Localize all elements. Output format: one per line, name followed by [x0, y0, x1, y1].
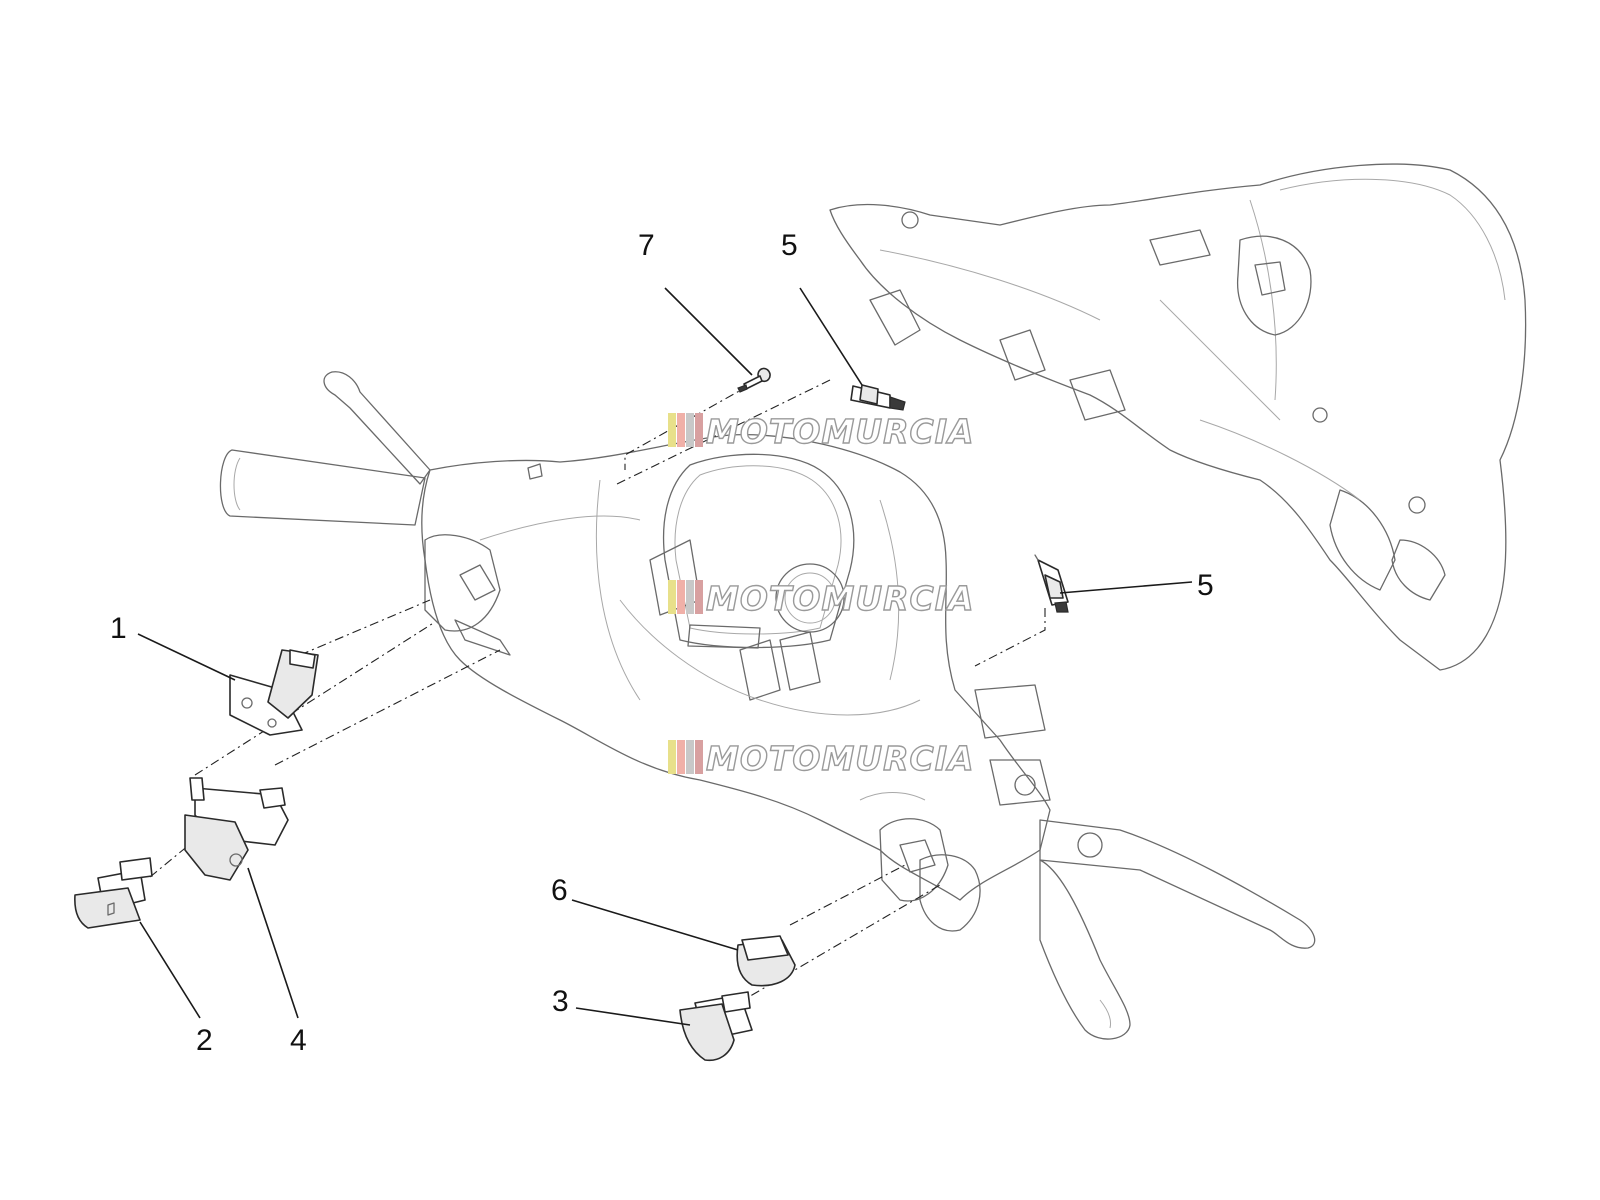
callout-6: 6 — [551, 874, 568, 907]
callout-5-right: 5 — [1197, 569, 1214, 602]
part-5-bulb-upper — [850, 384, 906, 411]
part-6-cap — [736, 935, 796, 987]
leader-5-upper — [799, 287, 863, 386]
leader-7 — [664, 287, 753, 376]
callout-4: 4 — [290, 1024, 307, 1057]
watermark-text: MOTOMURCIA — [706, 412, 975, 451]
callout-7: 7 — [638, 229, 655, 262]
callout-3: 3 — [552, 985, 569, 1018]
rear-handlebar-cover — [829, 163, 1527, 671]
leader-1 — [137, 633, 236, 681]
watermark-text: MOTOMURCIA — [706, 739, 975, 778]
part-1-switch — [229, 649, 319, 736]
part-7-screw — [737, 367, 771, 393]
watermark-text: MOTOMURCIA — [706, 579, 975, 618]
handlebar-assembly — [219, 371, 1316, 1040]
part-4-switch-housing — [184, 777, 289, 881]
leader-5-right — [1059, 581, 1193, 594]
watermark-middle: MOTOMURCIA — [668, 578, 975, 619]
part-5-bulb-right — [1034, 554, 1069, 613]
part-2-horn-button — [74, 857, 153, 929]
callouts: 7 5 5 1 2 4 6 3 — [110, 229, 1214, 1057]
callout-2: 2 — [196, 1024, 213, 1057]
watermark-bottom: MOTOMURCIA — [668, 738, 975, 779]
callout-1: 1 — [110, 612, 127, 645]
leader-6 — [571, 899, 739, 951]
leader-2 — [139, 921, 201, 1019]
part-3-switch-button — [679, 991, 753, 1062]
watermark-top: MOTOMURCIA — [668, 411, 975, 452]
callout-5-upper: 5 — [781, 229, 798, 262]
leader-3 — [575, 1007, 691, 1026]
leader-4 — [247, 867, 299, 1019]
